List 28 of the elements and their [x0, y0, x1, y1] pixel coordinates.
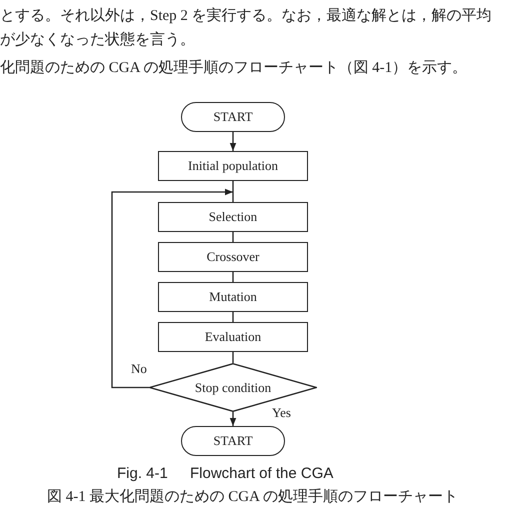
terminal-shape — [181, 426, 285, 456]
step-label: Selection — [208, 209, 258, 225]
terminal-shape — [181, 102, 285, 132]
process-box — [158, 242, 308, 272]
figure-caption: Flowchart of the CGA — [190, 464, 334, 484]
arrow — [230, 412, 236, 426]
step-label: Initial population — [188, 158, 278, 174]
terminal-label: START — [213, 433, 253, 449]
connector-line — [232, 272, 234, 282]
body-text: 化問題のための CGA の処理手順のフローチャート（図 4-1）を示す。 — [0, 58, 468, 78]
figure-caption: Fig. 4-1 — [117, 464, 168, 484]
connector-line — [232, 181, 234, 202]
body-text: とする。それ以外は，Step 2 を実行する。なお，最適な解とは，解の平均 — [0, 6, 492, 26]
process-box — [158, 322, 308, 352]
connector-line — [232, 352, 234, 363]
terminal-label: START — [213, 109, 253, 125]
connector-line — [232, 312, 234, 322]
body-text: が少なくなった状態を言う。 — [0, 30, 195, 50]
arrow — [230, 132, 236, 151]
step-label: Crossover — [206, 249, 260, 265]
condition-label: Stop condition — [194, 380, 272, 396]
step-label: Evaluation — [204, 329, 262, 345]
process-box — [158, 151, 308, 181]
figure-caption: 図 4-1 最大化問題のための CGA の処理手順のフローチャート — [47, 488, 458, 507]
connector-line — [232, 232, 234, 242]
process-box — [158, 282, 308, 312]
process-box — [158, 202, 308, 232]
step-label: Mutation — [209, 289, 257, 305]
